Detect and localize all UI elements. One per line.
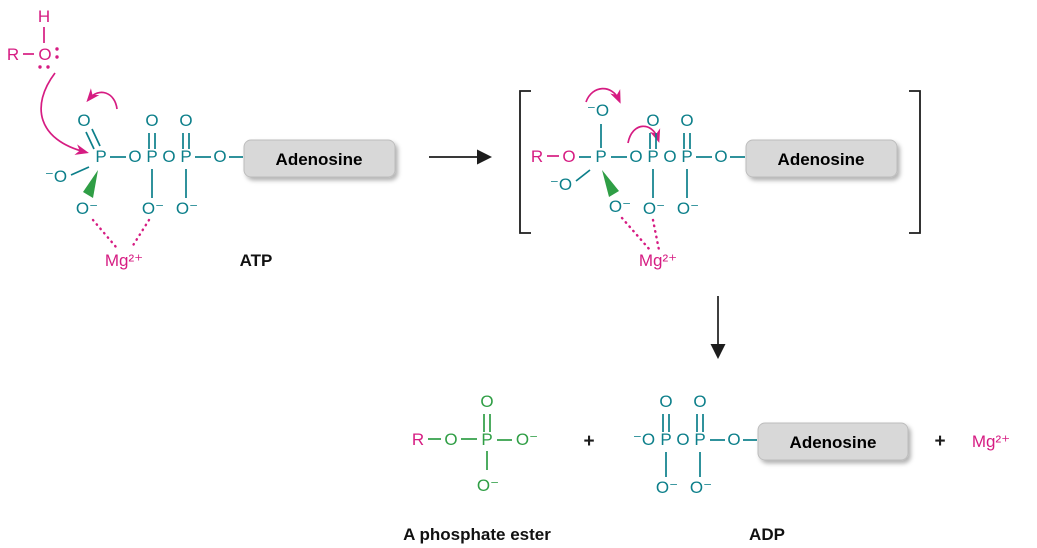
atom-o-minus: O⁻ bbox=[516, 430, 538, 449]
ionic-dotted-bond bbox=[651, 218, 661, 252]
atom-o-minus: O⁻ bbox=[656, 478, 678, 497]
atom-o-minus: O⁻ bbox=[76, 199, 98, 218]
adp-structure: ⁻O P O P O O O⁻ O⁻ O Adenosine bbox=[633, 392, 909, 497]
atom-o: O bbox=[480, 392, 493, 411]
ionic-dotted-bond bbox=[620, 216, 652, 252]
wedge-bond bbox=[602, 170, 619, 197]
adenosine-box bbox=[745, 139, 898, 178]
bracket-right bbox=[909, 90, 921, 234]
wedge-bond bbox=[83, 170, 98, 198]
atom-p: P bbox=[681, 147, 692, 166]
atom-o-minus: ⁻O bbox=[550, 175, 572, 194]
atom-o-minus: O⁻ bbox=[609, 197, 631, 216]
atom-o: O bbox=[646, 111, 659, 130]
alcohol-nucleophile: H R O bbox=[7, 7, 118, 155]
mg-ion: Mg²⁺ bbox=[972, 432, 1010, 451]
atom-p: P bbox=[595, 147, 606, 166]
atp-structure: O P ⁻O O⁻ O P O P O O O⁻ O⁻ O Adenosine … bbox=[45, 111, 396, 270]
atom-o-minus: O⁻ bbox=[142, 199, 164, 218]
atom-o: O bbox=[629, 147, 642, 166]
lone-pair-dot bbox=[38, 65, 42, 69]
atom-o: O bbox=[179, 111, 192, 130]
atom-o: O bbox=[145, 111, 158, 130]
atom-p: P bbox=[481, 430, 492, 449]
atom-o: O bbox=[663, 147, 676, 166]
ionic-dotted-bond bbox=[91, 218, 118, 249]
adenosine-label: Adenosine bbox=[276, 150, 363, 169]
ionic-dotted-bond bbox=[130, 218, 151, 249]
atom-p: P bbox=[660, 430, 671, 449]
atom-o-minus: O⁻ bbox=[176, 199, 198, 218]
atom-r: R bbox=[531, 147, 543, 166]
plus-sign: + bbox=[583, 431, 594, 452]
adp-label: ADP bbox=[749, 525, 785, 544]
atom-r: R bbox=[7, 45, 19, 64]
electron-arrow bbox=[585, 87, 621, 104]
atom-o-minus: ⁻O bbox=[633, 430, 655, 449]
atom-o: O bbox=[562, 147, 575, 166]
atom-p: P bbox=[180, 147, 191, 166]
atom-o-minus: ⁻O bbox=[45, 167, 67, 186]
atom-o: O bbox=[128, 147, 141, 166]
atom-p: P bbox=[647, 147, 658, 166]
atom-o-minus: O⁻ bbox=[477, 476, 499, 495]
atom-r: R bbox=[412, 430, 424, 449]
atp-label: ATP bbox=[240, 251, 273, 270]
atom-h: H bbox=[38, 7, 50, 26]
bond bbox=[70, 166, 90, 176]
atom-p: P bbox=[694, 430, 705, 449]
electron-arrow bbox=[40, 72, 89, 155]
atom-o: O bbox=[714, 147, 727, 166]
double-bond bbox=[85, 131, 95, 150]
atom-o: O bbox=[727, 430, 740, 449]
electron-arrow bbox=[86, 88, 118, 110]
intermediate-structure: R O P ⁻O O P O P O O ⁻O O⁻ O⁻ O⁻ O Adeno… bbox=[519, 87, 921, 270]
adenosine-box bbox=[243, 139, 396, 178]
bracket-left bbox=[519, 90, 531, 234]
atom-o-minus: O⁻ bbox=[677, 199, 699, 218]
atom-o: O bbox=[659, 392, 672, 411]
mg-ion: Mg²⁺ bbox=[639, 251, 677, 270]
adenosine-box bbox=[757, 422, 909, 461]
atom-p: P bbox=[146, 147, 157, 166]
adenosine-label: Adenosine bbox=[778, 150, 865, 169]
phosphate-ester-structure: R O P O O⁻ O⁻ bbox=[412, 392, 538, 495]
atom-o: O bbox=[38, 45, 51, 64]
lone-pair-dot bbox=[46, 65, 50, 69]
atom-p: P bbox=[95, 147, 106, 166]
atom-o-minus: ⁻O bbox=[587, 101, 609, 120]
mg-ion: Mg²⁺ bbox=[105, 251, 143, 270]
double-bond bbox=[91, 128, 101, 147]
phosphate-ester-label: A phosphate ester bbox=[403, 525, 551, 544]
bond bbox=[575, 169, 591, 182]
plus-sign: + bbox=[934, 431, 945, 452]
atom-o: O bbox=[444, 430, 457, 449]
atom-o: O bbox=[680, 111, 693, 130]
atom-o: O bbox=[213, 147, 226, 166]
atom-o: O bbox=[162, 147, 175, 166]
atom-o-minus: O⁻ bbox=[690, 478, 712, 497]
adenosine-label: Adenosine bbox=[790, 433, 877, 452]
atom-o: O bbox=[676, 430, 689, 449]
atom-o: O bbox=[77, 111, 90, 130]
lone-pair-dot bbox=[55, 47, 59, 51]
atom-o: O bbox=[693, 392, 706, 411]
atom-o-minus: O⁻ bbox=[643, 199, 665, 218]
lone-pair-dot bbox=[55, 55, 59, 59]
